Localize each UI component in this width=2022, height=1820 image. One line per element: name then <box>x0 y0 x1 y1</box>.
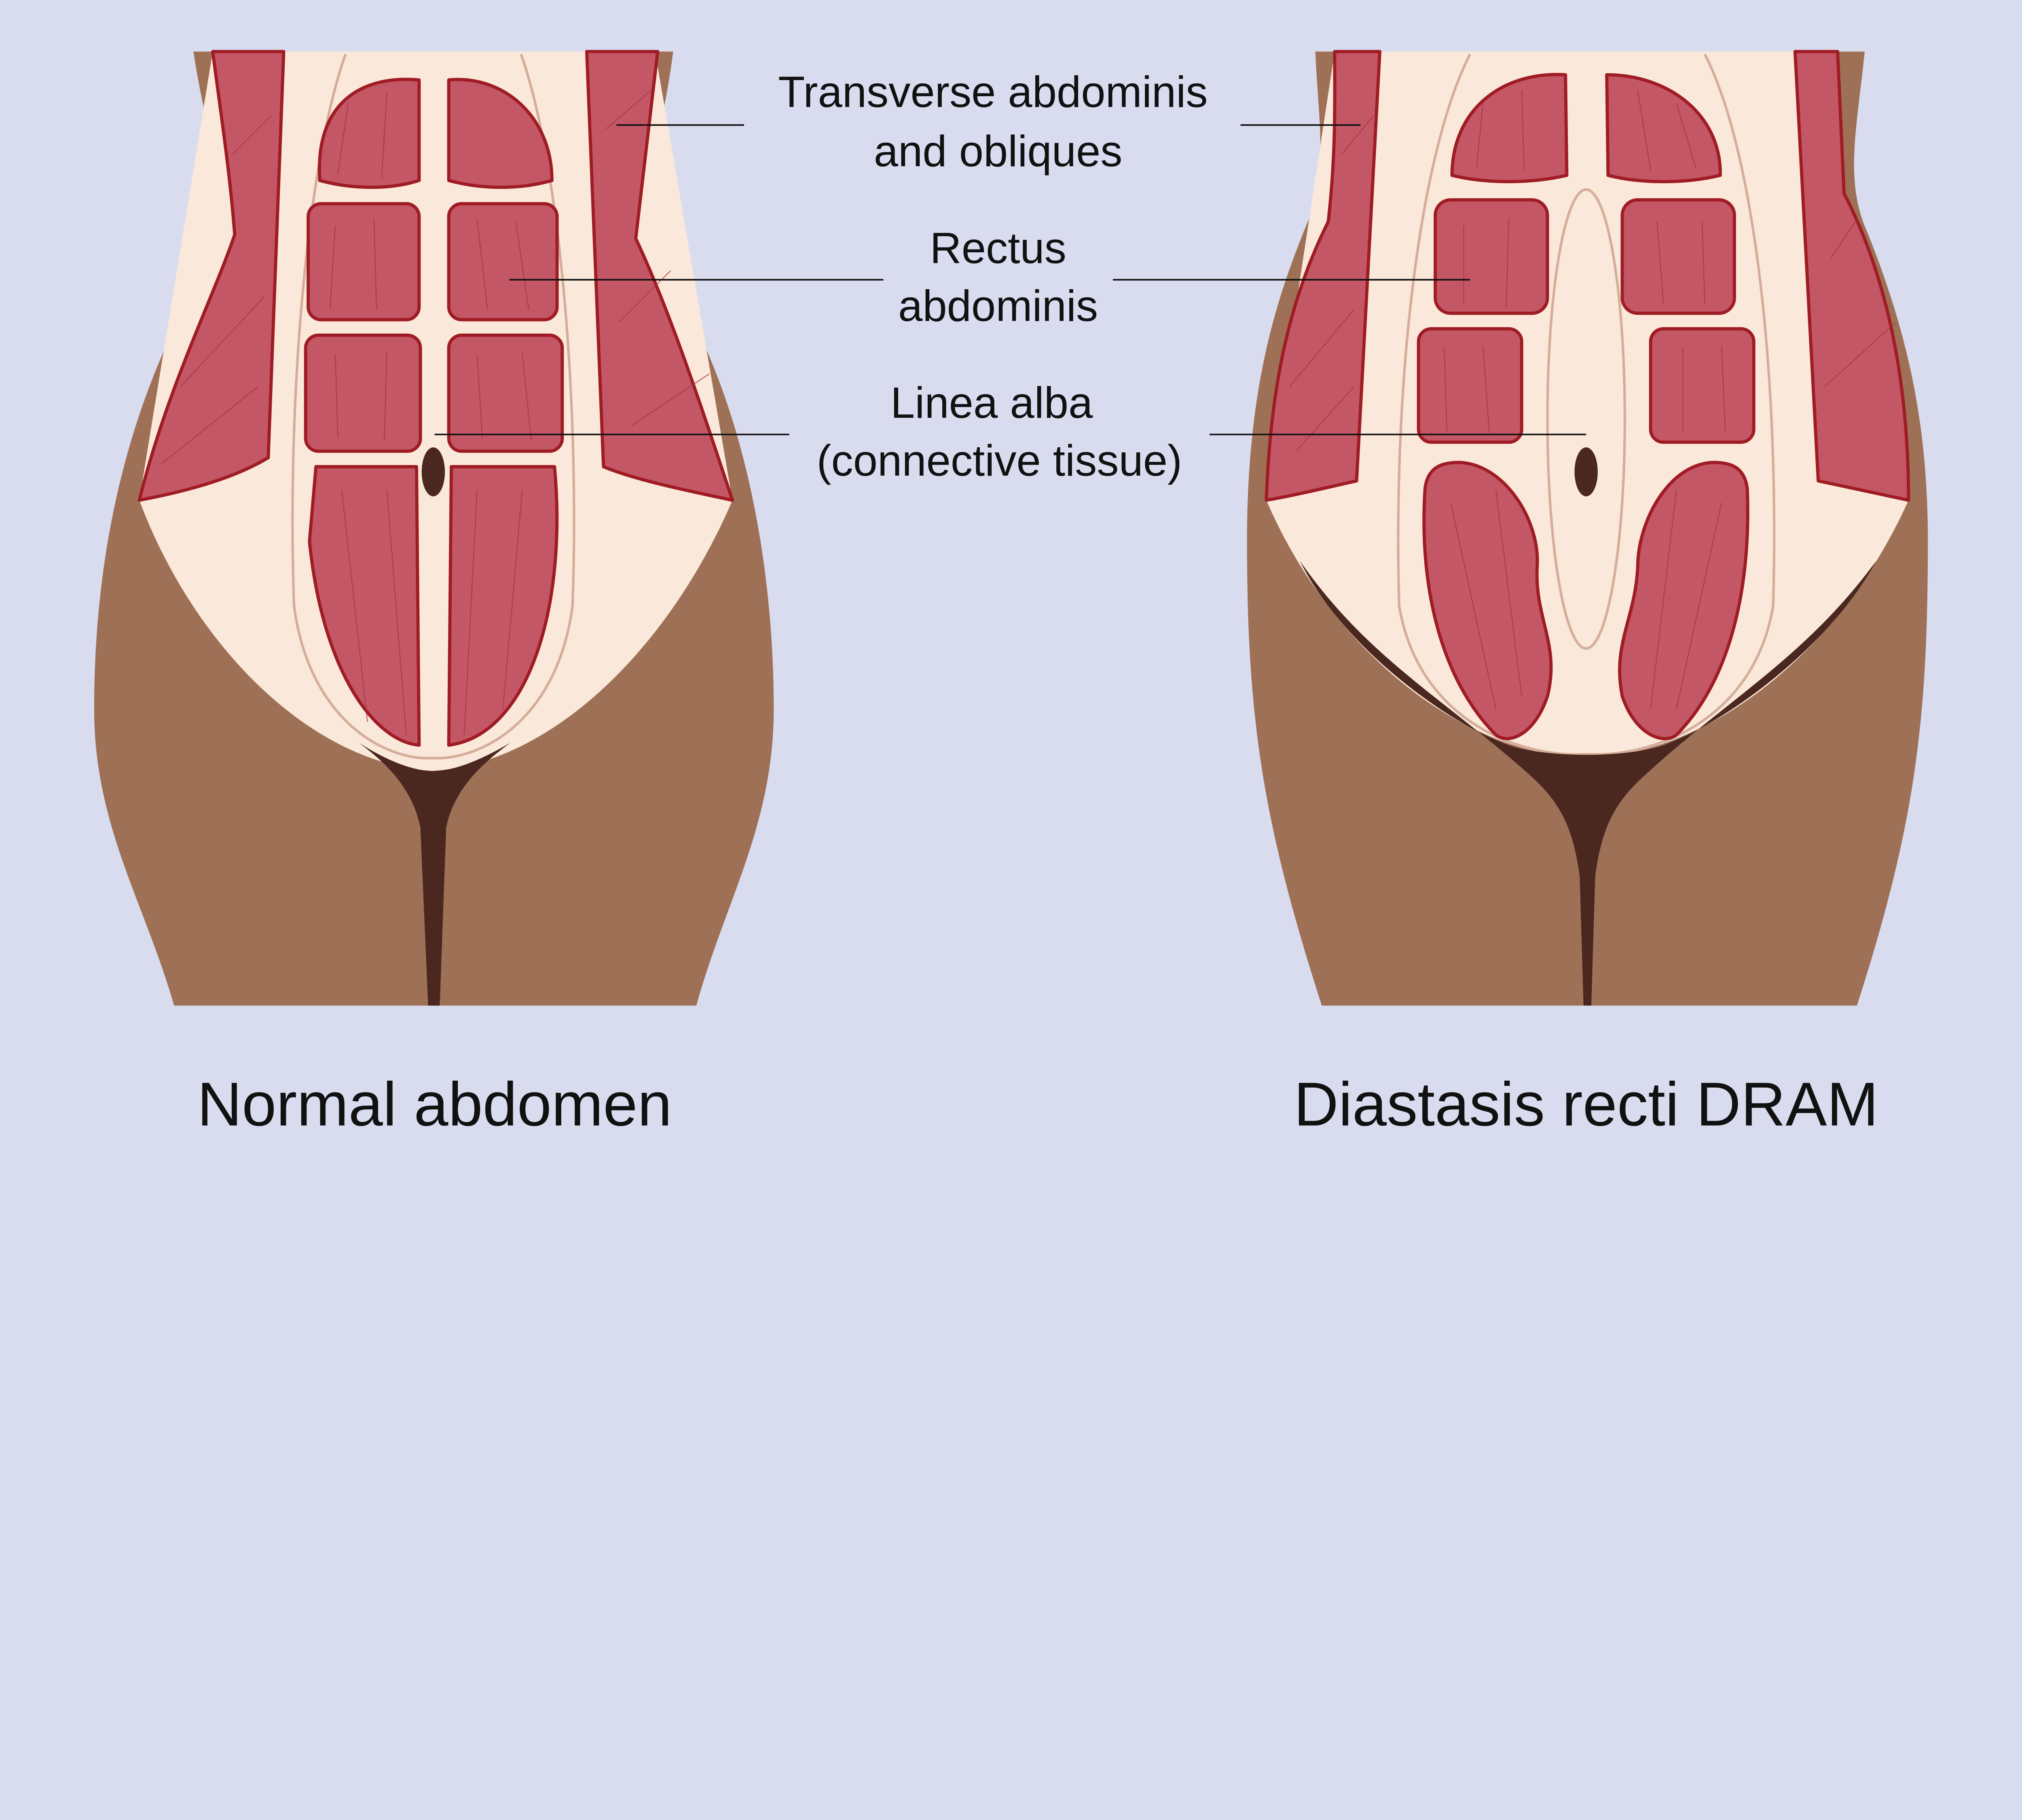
normal-abdomen-figure <box>94 50 774 1006</box>
label-obliques: and obliques <box>874 127 1123 176</box>
rectus-muscle-blocks <box>304 78 564 747</box>
pointer-lines <box>434 124 1586 436</box>
label-rectus: Rectus <box>930 223 1066 272</box>
label-abdominis: abdominis <box>898 281 1098 330</box>
groin-shadow <box>358 743 511 1006</box>
caption-normal-abdomen: Normal abdomen <box>197 1070 672 1139</box>
label-connective-tissue: (connective tissue) <box>816 436 1182 485</box>
left-oblique-muscle <box>137 50 286 502</box>
navel <box>1574 447 1598 497</box>
caption-diastasis-recti: Diastasis recti DRAM <box>1294 1070 1878 1139</box>
groin-shadow <box>1300 561 1876 1006</box>
widened-linea-alba <box>1546 188 1626 650</box>
label-transverse-abdominis: Transverse abdominis <box>778 68 1208 116</box>
right-oblique-muscle <box>585 50 734 502</box>
diastasis-figure <box>1247 50 1928 1006</box>
navel <box>421 447 445 497</box>
label-linea-alba: Linea alba <box>890 378 1093 427</box>
abdomen-diagram: Transverse abdominis and obliques Rectus… <box>94 50 1928 1139</box>
